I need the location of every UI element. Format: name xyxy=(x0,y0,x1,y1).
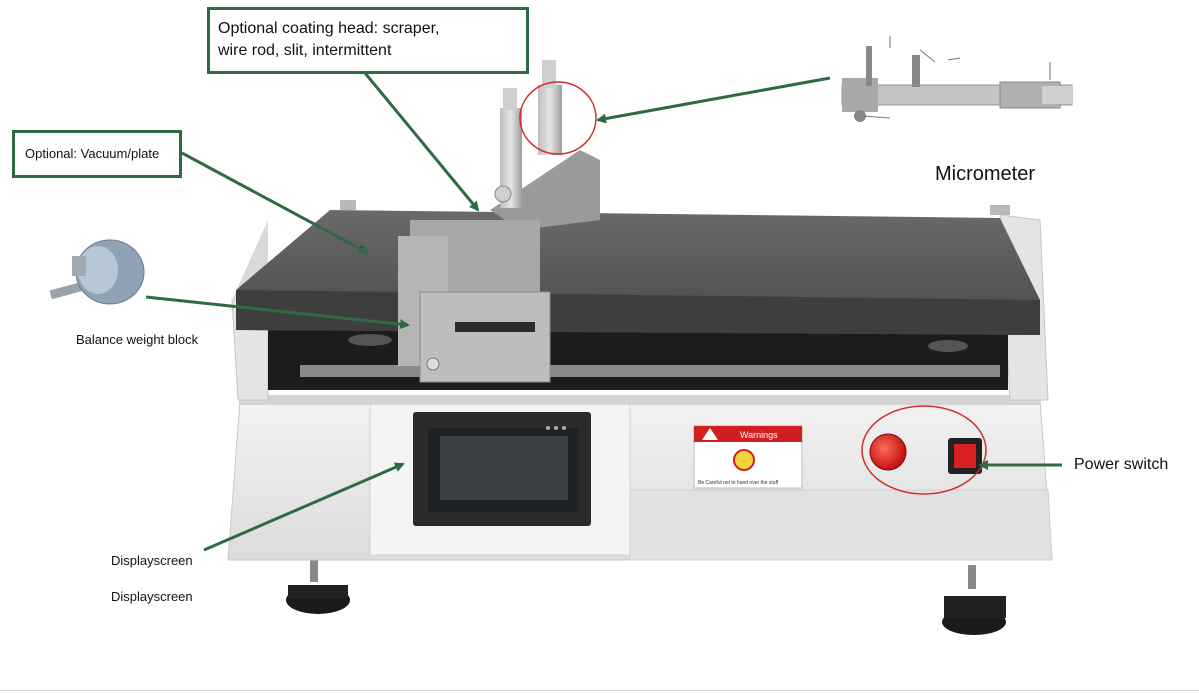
micrometer-image xyxy=(841,36,1073,122)
power-controls xyxy=(869,433,982,474)
micrometer-label: Micrometer xyxy=(935,163,1036,185)
bottom-divider xyxy=(0,690,1199,691)
warning-title: Warnings xyxy=(740,430,778,440)
arrow-micrometer xyxy=(596,76,831,124)
coating-head-callout: Optional coating head: scraper, wire rod… xyxy=(207,7,529,74)
balance-weight-label: Balance weight block xyxy=(76,332,199,347)
coating-head-callout-line2: wire rod, slit, intermittent xyxy=(218,42,392,59)
warning-label: Warnings Be Careful not to hand over the… xyxy=(693,425,803,489)
power-highlight xyxy=(861,405,987,495)
machine-feet xyxy=(286,560,1006,635)
arrow-coating-head xyxy=(363,72,480,212)
arrow-balance-weight xyxy=(145,295,410,330)
balance-weight-block-image xyxy=(49,239,145,305)
arrow-vacuum xyxy=(181,151,370,255)
coating-head xyxy=(398,60,600,383)
warning-caption: Be Careful not to hand over the stuff xyxy=(698,480,779,486)
arrow-display xyxy=(203,462,405,552)
machine-base xyxy=(227,395,1053,561)
display-screen xyxy=(413,412,591,526)
coating-head-callout-line1: Optional coating head: scraper, xyxy=(218,20,440,37)
vacuum-callout: Optional: Vacuum/plate xyxy=(12,130,182,178)
warning-icon xyxy=(702,428,718,440)
callout-arrows xyxy=(145,72,1062,552)
power-switch-label: Power switch xyxy=(1074,456,1169,473)
display-screen-label: Displayscreen xyxy=(111,553,193,568)
display-screen-label-repeat: Displayscreen xyxy=(111,589,193,604)
linear-rail xyxy=(268,330,1008,390)
micrometer-highlight xyxy=(519,81,597,155)
coating-bed xyxy=(236,210,1040,335)
red-lamp-icon xyxy=(869,433,907,471)
